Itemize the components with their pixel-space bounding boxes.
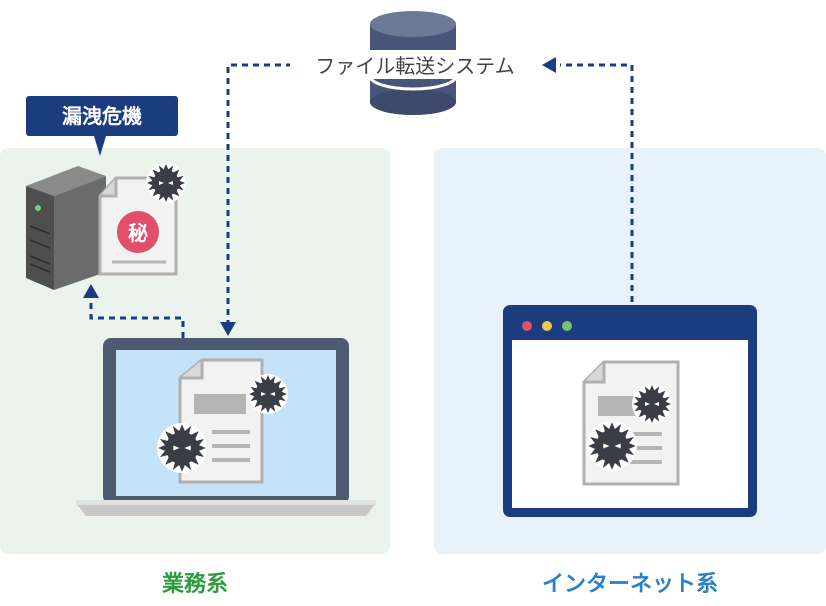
transfer-arrows [89,63,634,338]
server-icon [26,166,106,290]
laptop-icon [76,338,376,516]
secret-document-icon [98,163,186,276]
virus-icon [146,163,186,203]
arrow-to-system [560,63,634,302]
secret-mark: 秘 [128,221,148,245]
arrowhead-down [220,322,236,336]
virus-icon [632,384,672,424]
browser-window-icon [503,305,757,517]
arrowhead-left [542,57,556,73]
file-transfer-system-label: ファイル転送システム [290,50,540,79]
virus-icon [157,423,207,473]
region-label-internet: インターネット系 [541,572,718,597]
secret-badge [117,211,159,253]
region-label-gyomu: 業務系 [161,572,228,597]
leak-risk-tag: 漏洩危機 [26,96,178,136]
leak-risk-tag-pointer [94,136,106,156]
virus-icon [587,421,637,471]
arrowhead-up [83,284,99,298]
virus-icon [248,374,288,414]
arrow-to-server [89,295,185,338]
